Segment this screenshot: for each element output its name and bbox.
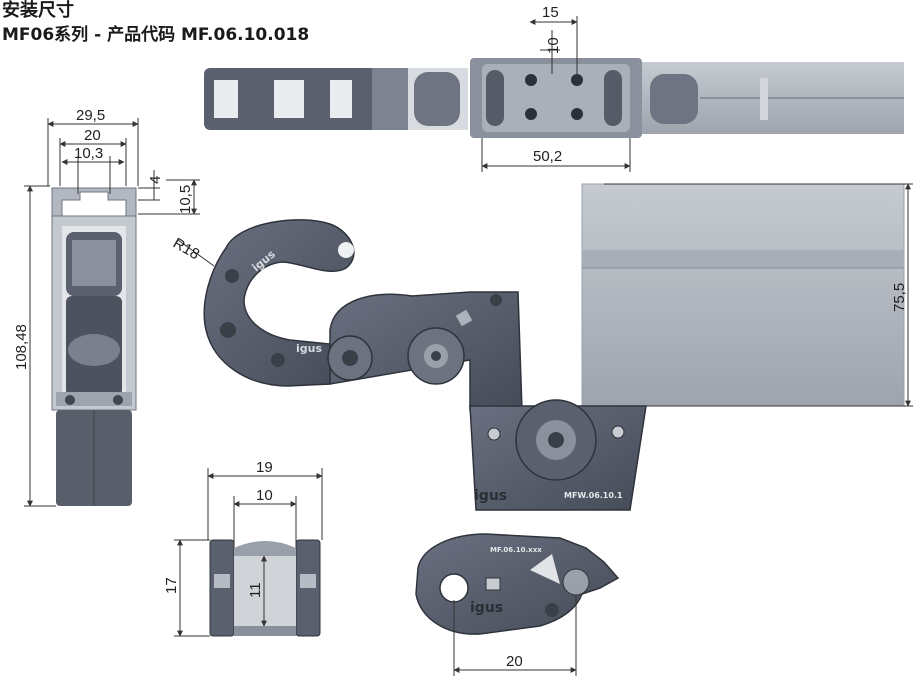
dim-75-5: 75,5 <box>891 283 908 312</box>
dim-108-48: 108,48 <box>13 324 30 370</box>
dim-4: 4 <box>147 176 164 184</box>
main-rail <box>581 183 905 407</box>
dim-r18: R18 <box>170 235 202 263</box>
section-view: 29,5 20 10,3 4 10,5 108,48 <box>13 107 200 507</box>
link-pin <box>562 568 590 596</box>
link-logo: igus <box>470 600 503 616</box>
link-side-view: MF.06.10.xxx igus 20 <box>415 533 620 676</box>
dim-11: 11 <box>247 582 264 598</box>
dim-top-15: 15 <box>542 4 559 21</box>
link-marking: MF.06.10.xxx <box>490 546 542 554</box>
top-view: 15 10 50,2 <box>204 4 904 172</box>
page-title: 安装尺寸 <box>2 0 74 21</box>
link-front-view: 19 10 17 11 <box>163 459 323 637</box>
chain-end-hole <box>338 242 354 258</box>
dim-10-3: 10,3 <box>74 145 103 162</box>
chain-arc <box>203 219 355 387</box>
dim-10: 10 <box>256 487 273 504</box>
main-view: igus igus R18 igus MFW.06.10.1 75,5 <box>170 183 913 511</box>
top-chain-end <box>372 68 408 130</box>
top-carriage-plate <box>482 64 630 132</box>
top-hole-3 <box>525 108 537 120</box>
dim-29-5: 29,5 <box>76 107 105 124</box>
dim-top-10: 10 <box>545 37 562 54</box>
top-slot-left <box>486 70 504 126</box>
top-chain-window-1 <box>214 80 238 118</box>
chain-logo-2: igus <box>296 342 322 355</box>
top-slot-right <box>604 70 622 126</box>
base-marking: MFW.06.10.1 <box>564 491 623 500</box>
dim-20: 20 <box>84 127 101 144</box>
top-chain-window-3 <box>330 80 352 118</box>
dim-top-50-2: 50,2 <box>533 148 562 165</box>
dim-10-5: 10,5 <box>177 185 194 214</box>
dim-19: 19 <box>256 459 273 476</box>
top-hole-1 <box>525 74 537 86</box>
dim-bottom-20: 20 <box>506 653 523 670</box>
top-chain-window-2 <box>274 80 304 118</box>
rail-profile <box>51 187 137 217</box>
top-roller <box>414 72 460 126</box>
page-subtitle: MF06系列 - 产品代码 MF.06.10.018 <box>2 25 310 45</box>
link-hole <box>439 573 469 603</box>
base-logo: igus <box>474 488 507 504</box>
top-hole-2 <box>571 74 583 86</box>
dim-17: 17 <box>163 577 180 594</box>
top-hole-4 <box>571 108 583 120</box>
top-rail-roller <box>650 74 698 124</box>
link-inner <box>234 548 296 628</box>
